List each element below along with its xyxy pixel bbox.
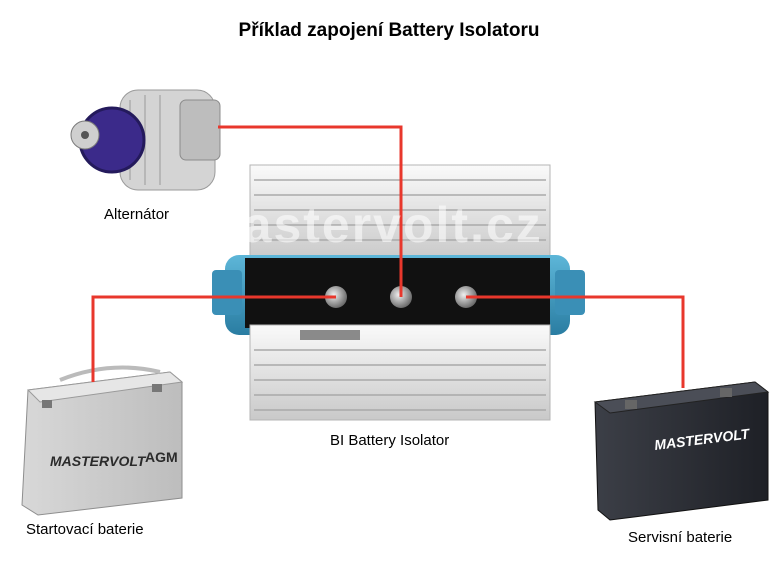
watermark: Mastervolt.cz <box>200 197 543 253</box>
diagram-title: Příklad zapojení Battery Isolatoru <box>238 20 540 41</box>
starter-battery-brand: MASTERVOLT <box>50 453 147 469</box>
wires <box>91 125 685 388</box>
wire-service-battery <box>466 295 685 388</box>
starter-battery: MASTERVOLT AGM <box>21 365 184 516</box>
battery-terminal-minus <box>152 384 162 392</box>
label-starter-battery: Startovací baterie <box>26 521 144 538</box>
wire-alternator <box>218 125 403 297</box>
label-battery-isolator: BI Battery Isolator <box>330 432 450 449</box>
starter-battery-type: AGM <box>145 449 178 465</box>
wire-starter-battery <box>91 295 336 382</box>
label-alternator: Alternátor <box>104 206 170 223</box>
service-battery: MASTERVOLT <box>593 381 770 521</box>
service-battery-terminal-left <box>625 400 637 409</box>
battery-terminal-plus <box>42 400 52 408</box>
label-service-battery: Servisní baterie <box>628 529 733 546</box>
service-battery-terminal-right <box>720 388 732 397</box>
battery-isolator <box>212 164 585 421</box>
alternator <box>70 89 221 191</box>
